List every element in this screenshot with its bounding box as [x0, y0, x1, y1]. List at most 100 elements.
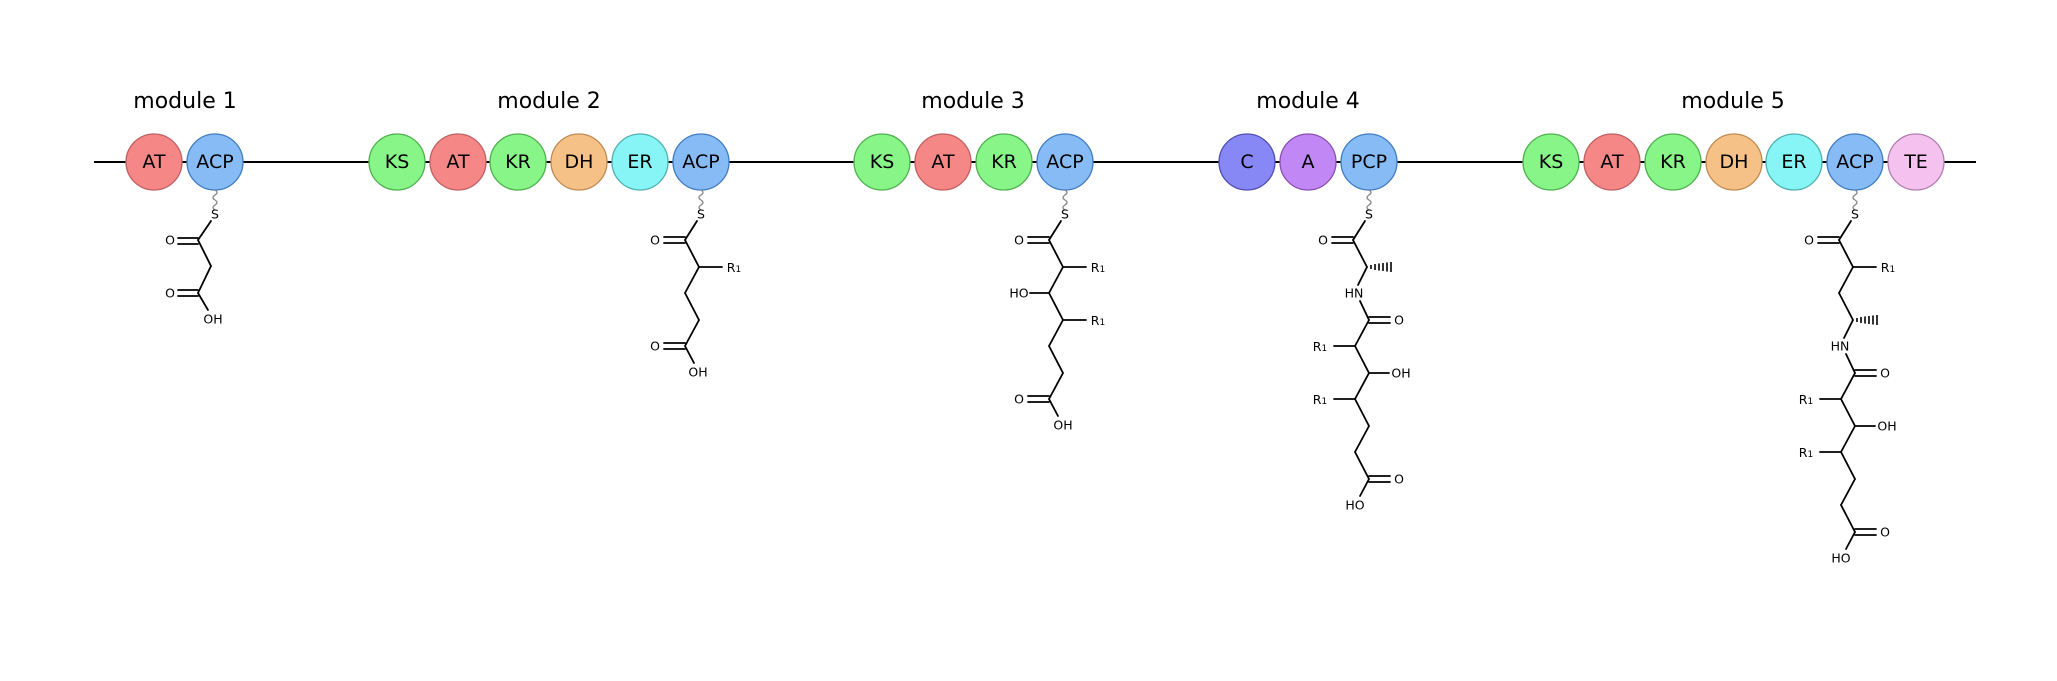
domain-dh: [550, 133, 608, 191]
atom-r1: R1: [1799, 392, 1813, 408]
thioester-tether: [1852, 189, 1858, 211]
domain-dh: [1705, 133, 1763, 191]
domain-er: [611, 133, 669, 191]
domain-at: [914, 133, 972, 191]
module-4: module 4 C A PCP S O: [1218, 89, 1411, 513]
module-4-structure: S O HN O R1 OH: [1313, 189, 1411, 513]
atom-hn: HN: [1831, 339, 1850, 354]
atom-oh: OH: [1391, 366, 1410, 381]
domain-at-label: AT: [931, 151, 955, 173]
domain-acp-label: ACP: [1046, 151, 1083, 173]
domain-a: [1279, 133, 1337, 191]
module-4-title: module 4: [1256, 89, 1359, 114]
module-2-structure: S O R1 O OH: [650, 189, 741, 380]
thioester-tether: [1062, 189, 1068, 211]
domain-te: [1887, 133, 1945, 191]
atom-ho: HO: [1345, 498, 1364, 513]
domain-a-label: A: [1302, 151, 1315, 173]
atom-s: S: [1851, 207, 1859, 222]
atom-o: O: [1880, 366, 1890, 381]
atom-o: O: [165, 286, 175, 301]
module-1-structure: S O O OH: [165, 189, 223, 327]
domain-at: [1583, 133, 1641, 191]
module-1-domains: AT ACP: [125, 133, 244, 191]
module-4-domains: C A PCP: [1218, 133, 1398, 191]
atom-s: S: [697, 207, 705, 222]
atom-o: O: [1804, 233, 1814, 248]
atom-ho: HO: [1831, 551, 1850, 566]
domain-kr-label: KR: [1660, 151, 1686, 173]
atom-hn: HN: [1345, 286, 1364, 301]
domain-at-label: AT: [142, 151, 166, 173]
domain-dh-label: DH: [1720, 151, 1749, 173]
atom-o: O: [1014, 233, 1024, 248]
domain-ks: [853, 133, 911, 191]
atom-r1: R1: [1881, 260, 1895, 276]
domain-ks-label: KS: [1539, 151, 1564, 173]
domain-kr: [1644, 133, 1702, 191]
module-2-domains: KS AT KR DH ER ACP: [368, 133, 730, 191]
module-5-structure: S O R1 HN O: [1799, 189, 1897, 566]
domain-kr: [489, 133, 547, 191]
domain-kr-label: KR: [991, 151, 1017, 173]
module-3: module 3 KS AT KR ACP S O R1 HO R: [853, 89, 1105, 433]
atom-ho: HO: [1009, 286, 1028, 301]
domain-c-label: C: [1240, 151, 1253, 173]
atom-oh: OH: [203, 312, 222, 327]
atom-o: O: [650, 233, 660, 248]
atom-r1: R1: [1799, 445, 1813, 461]
module-3-structure: S O R1 HO R1 O OH: [1009, 189, 1105, 433]
atom-r1: R1: [1091, 260, 1105, 276]
domain-kr: [975, 133, 1033, 191]
domain-acp-label: ACP: [196, 151, 233, 173]
domain-acp-label: ACP: [1836, 151, 1873, 173]
domain-at: [125, 133, 183, 191]
module-3-domains: KS AT KR ACP: [853, 133, 1094, 191]
thioester-tether: [212, 189, 218, 211]
domain-acp-label: ACP: [682, 151, 719, 173]
atom-o: O: [650, 339, 660, 354]
domain-er-label: ER: [627, 151, 652, 173]
domain-ks-label: KS: [385, 151, 410, 173]
domain-at-label: AT: [1600, 151, 1624, 173]
thioester-tether: [698, 189, 704, 211]
hashed-wedge-methyl: [1856, 315, 1878, 325]
module-3-title: module 3: [921, 89, 1024, 114]
atom-o: O: [1318, 233, 1328, 248]
domain-pcp-label: PCP: [1351, 151, 1387, 173]
atom-r1: R1: [727, 260, 741, 276]
domain-er: [1765, 133, 1823, 191]
domain-ks: [1522, 133, 1580, 191]
domain-c: [1218, 133, 1276, 191]
module-1-title: module 1: [133, 89, 236, 114]
domain-dh-label: DH: [565, 151, 594, 173]
domain-ks-label: KS: [870, 151, 895, 173]
domain-te-label: TE: [1903, 151, 1928, 173]
domain-at: [429, 133, 487, 191]
atom-r1: R1: [1313, 339, 1327, 355]
module-5: module 5 KS AT KR DH ER ACP TE S O: [1522, 89, 1945, 566]
module-5-title: module 5: [1681, 89, 1784, 114]
module-1: module 1 AT ACP S O O OH: [125, 89, 244, 327]
module-2-title: module 2: [497, 89, 600, 114]
thioester-tether: [1366, 189, 1372, 211]
atom-r1: R1: [1313, 392, 1327, 408]
atom-oh: OH: [1053, 418, 1072, 433]
atom-o: O: [1394, 313, 1404, 328]
atom-oh: OH: [1877, 419, 1896, 434]
atom-o: O: [1880, 525, 1890, 540]
atom-r1: R1: [1091, 313, 1105, 329]
atom-s: S: [1365, 207, 1373, 222]
atom-oh: OH: [688, 365, 707, 380]
atom-o: O: [165, 233, 175, 248]
domain-er-label: ER: [1781, 151, 1806, 173]
domain-at-label: AT: [446, 151, 470, 173]
domain-kr-label: KR: [505, 151, 531, 173]
module-2: module 2 KS AT KR DH ER ACP S O R1: [368, 89, 741, 380]
atom-o: O: [1014, 392, 1024, 407]
hashed-wedge-methyl: [1370, 262, 1392, 272]
atom-o: O: [1394, 472, 1404, 487]
module-5-domains: KS AT KR DH ER ACP TE: [1522, 133, 1945, 191]
